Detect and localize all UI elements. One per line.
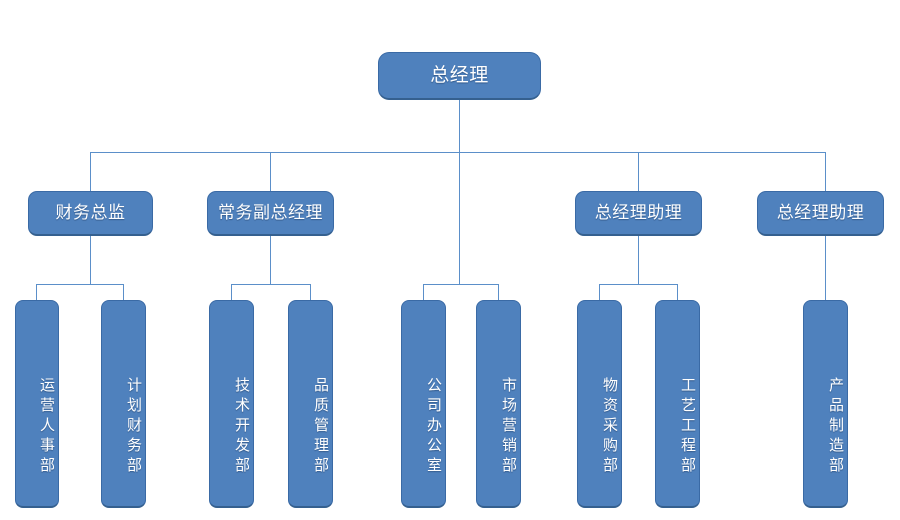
connector-stem-group-e	[825, 236, 826, 300]
connector-stem-group-a	[90, 236, 91, 284]
org-leaf-materials-procurement[interactable]: 物资采购部	[577, 300, 622, 508]
connector-drop-assistant-2	[825, 152, 826, 191]
org-node-root[interactable]: 总经理	[378, 52, 541, 100]
org-leaf-planning-finance[interactable]: 计划财务部	[101, 300, 146, 508]
connector-drop-deputy-gm	[270, 152, 271, 191]
org-leaf-company-office[interactable]: 公司办公室	[401, 300, 446, 508]
org-leaf-marketing[interactable]: 市场营销部	[476, 300, 521, 508]
connector-drop-quality-management	[310, 284, 311, 300]
org-node-assistant-gm-2[interactable]: 总经理助理	[757, 191, 884, 236]
connector-level2-bus	[90, 152, 826, 153]
connector-drop-assistant-1	[638, 152, 639, 191]
connector-drop-process-engineering	[677, 284, 678, 300]
connector-drop-materials-procurement	[599, 284, 600, 300]
connector-bus-group-d	[599, 284, 678, 285]
org-leaf-product-manufacturing[interactable]: 产品制造部	[803, 300, 848, 508]
org-leaf-technical-development[interactable]: 技术开发部	[209, 300, 254, 508]
connector-drop-company-office	[423, 284, 424, 300]
connector-bus-group-a	[36, 284, 124, 285]
connector-bus-group-c	[423, 284, 499, 285]
connector-drop-marketing	[498, 284, 499, 300]
org-leaf-quality-management[interactable]: 品质管理部	[288, 300, 333, 508]
connector-drop-planning-finance	[123, 284, 124, 300]
org-node-assistant-gm-1[interactable]: 总经理助理	[575, 191, 702, 236]
connector-stem-group-b	[270, 236, 271, 284]
connector-stem-group-d	[638, 236, 639, 284]
connector-bus-group-b	[231, 284, 311, 285]
connector-drop-operations-hr	[36, 284, 37, 300]
connector-drop-tech-development	[231, 284, 232, 300]
org-node-finance-director[interactable]: 财务总监	[28, 191, 153, 236]
org-node-deputy-general-manager[interactable]: 常务副总经理	[207, 191, 334, 236]
org-leaf-operations-hr[interactable]: 运营人事部	[15, 300, 59, 508]
connector-drop-finance-director	[90, 152, 91, 191]
org-leaf-process-engineering[interactable]: 工艺工程部	[655, 300, 700, 508]
connector-stem-group-c	[459, 152, 460, 284]
connector-root-stem	[459, 100, 460, 152]
